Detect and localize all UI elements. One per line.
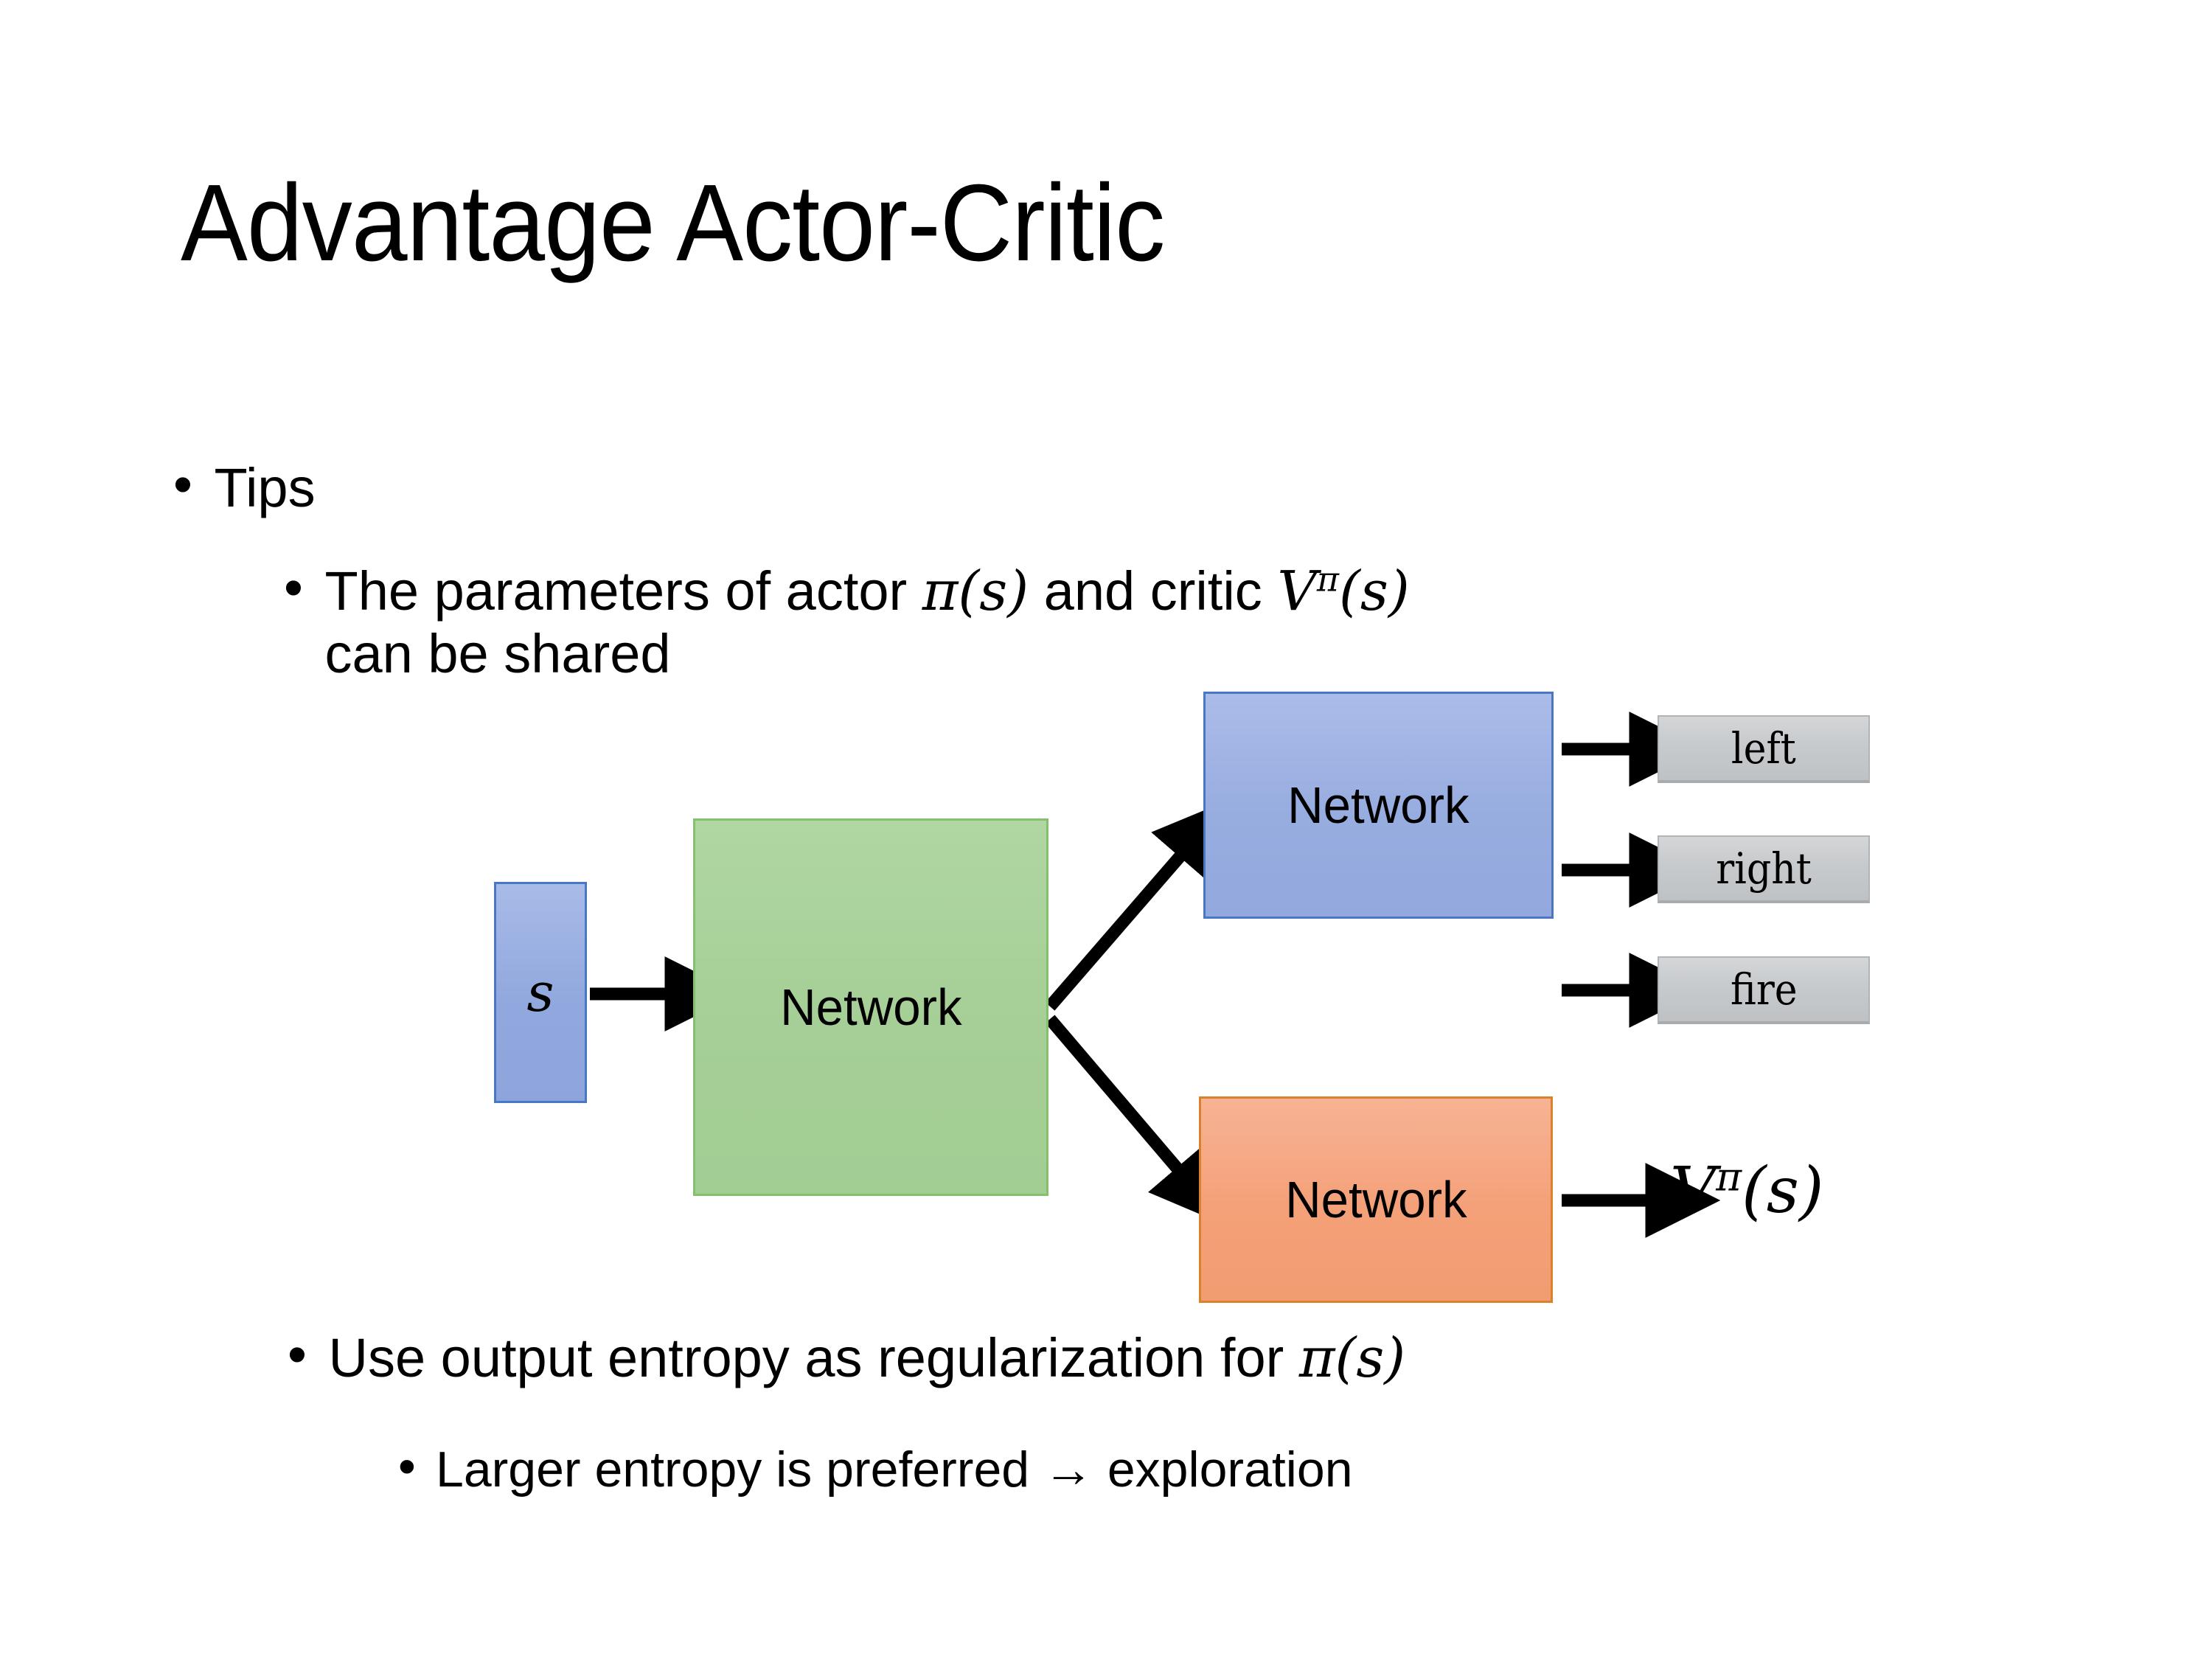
critic-output-superscript: π: [1716, 1154, 1742, 1200]
action-box-fire: fire: [1658, 956, 1870, 1024]
action-box-right: right: [1658, 835, 1870, 903]
action-label-fire: fire: [1730, 964, 1798, 1015]
bullet-exploration: • Larger entropy is preferred → explorat…: [398, 1441, 1353, 1498]
math-v-superscript: π: [1316, 559, 1339, 599]
actor-network-box: Network: [1203, 692, 1554, 919]
state-input-label: s: [526, 961, 554, 1023]
state-input-box: s: [494, 882, 587, 1103]
shared-network-label: Network: [779, 978, 962, 1036]
critic-output-value: Vπ(s): [1670, 1154, 1823, 1228]
math-pi-of-s: π(s): [922, 560, 1029, 623]
params-line1-prefix: The parameters of actor: [324, 560, 922, 622]
critic-network-label: Network: [1284, 1171, 1467, 1228]
arrow-shared-to-actor-network: [1045, 800, 1229, 1011]
shared-network-box: Network: [693, 818, 1048, 1196]
bullet-shared-parameters-text: The parameters of actor π(s) and critic …: [325, 560, 1410, 684]
bullet-entropy-regularization: • Use output entropy as regularization f…: [288, 1327, 1405, 1390]
action-label-right: right: [1716, 844, 1812, 894]
bullet-marker: •: [173, 453, 192, 515]
math-v-pi-of-s: Vπ(s): [1277, 560, 1409, 623]
params-line2: can be shared: [324, 622, 671, 684]
math-pi-of-s: π(s): [1298, 1326, 1406, 1390]
critic-network-box: Network: [1199, 1096, 1553, 1303]
bullet-exploration-label: Larger entropy is preferred → exploratio…: [436, 1441, 1353, 1498]
math-v-argument: (s): [1338, 560, 1410, 623]
action-box-left: left: [1658, 715, 1870, 783]
bullet-tips-label: Tips: [214, 457, 316, 518]
page-title: Advantage Actor-Critic: [181, 162, 1165, 284]
action-label-left: left: [1731, 723, 1796, 773]
entropy-prefix: Use output entropy as regularization for: [328, 1327, 1299, 1388]
arrow-shared-to-critic-network: [1045, 1015, 1226, 1225]
params-line1-middle: and critic: [1029, 560, 1278, 622]
bullet-shared-parameters: • The parameters of actor π(s) and criti…: [284, 560, 2053, 684]
bullet-marker: •: [284, 557, 303, 618]
bullet-entropy-text: Use output entropy as regularization for…: [329, 1327, 1406, 1390]
bullet-marker: •: [288, 1324, 307, 1385]
bullet-marker: •: [398, 1439, 416, 1495]
actor-network-label: Network: [1287, 776, 1470, 834]
critic-output-argument: (s): [1742, 1154, 1824, 1228]
critic-output-base: V: [1670, 1154, 1717, 1228]
math-v-base: V: [1277, 560, 1317, 623]
bullet-tips: • Tips: [173, 457, 316, 519]
